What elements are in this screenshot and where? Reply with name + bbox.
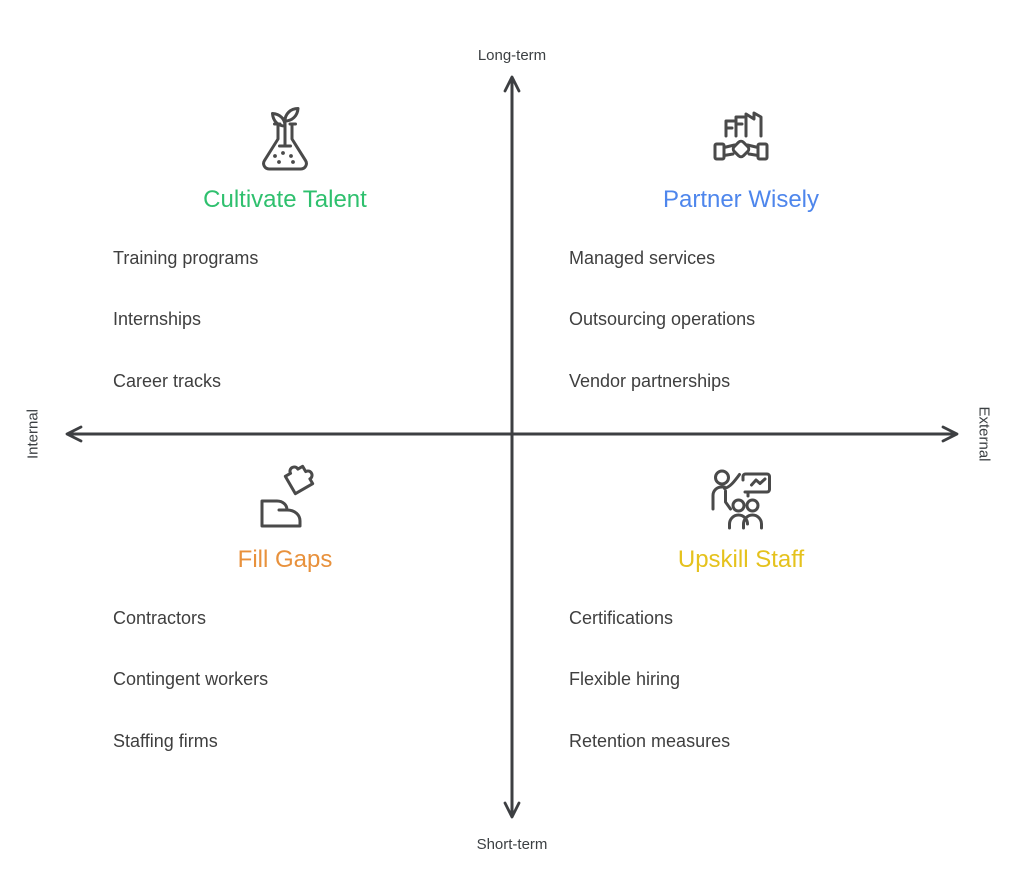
axis-label-internal: Internal (24, 408, 42, 460)
quadrant-title: Cultivate Talent (203, 186, 367, 213)
hand-puzzle-icon (249, 464, 321, 536)
quadrant-fill-gaps: Fill Gaps Contractors Contingent workers… (113, 464, 457, 764)
quadrant-partner-wisely: Partner Wisely Managed services Outsourc… (569, 104, 913, 404)
quadrant-item: Retention measures (569, 731, 731, 751)
quadrant-title: Fill Gaps (237, 546, 333, 573)
quadrant-item-list: Training programs Internships Career tra… (113, 104, 457, 404)
quadrant-item: Certifications (569, 608, 674, 628)
quadrant-upskill-staff: Upskill Staff Certifications Flexible hi… (569, 464, 913, 764)
quadrant-item: Outsourcing operations (569, 309, 756, 329)
quadrant-item: Flexible hiring (569, 669, 681, 689)
quadrant-title: Upskill Staff (677, 546, 805, 573)
axis-label-external: External (975, 406, 993, 462)
arrow-left-icon (65, 425, 83, 443)
quadrant-item: Contractors (113, 608, 207, 628)
arrow-down-icon (503, 801, 521, 819)
quadrant-item-list: Contractors Contingent workers Staffing … (113, 464, 457, 764)
trainer-presentation-icon (705, 464, 777, 536)
quadrant-item: Staffing firms (113, 731, 218, 751)
arrow-right-icon (941, 425, 959, 443)
quadrant-item-list: Managed services Outsourcing operations … (569, 104, 913, 404)
factory-handshake-icon (705, 104, 777, 176)
quadrant-title: Partner Wisely (662, 186, 820, 213)
quadrant-item: Career tracks (113, 371, 222, 391)
axis-label-long-term: Long-term (477, 47, 547, 64)
quadrant-item: Vendor partnerships (569, 371, 731, 391)
quadrant-cultivate-talent: Cultivate Talent Training programs Inter… (113, 104, 457, 404)
arrow-up-icon (503, 75, 521, 93)
quadrant-item: Training programs (113, 248, 259, 268)
quadrant-item-list: Certifications Flexible hiring Retention… (569, 464, 913, 764)
quadrant-item: Internships (113, 309, 202, 329)
quadrant-item: Managed services (569, 248, 716, 268)
axis-label-short-term: Short-term (476, 836, 548, 853)
quadrant-item: Contingent workers (113, 669, 269, 689)
flask-sprout-icon (249, 104, 321, 176)
